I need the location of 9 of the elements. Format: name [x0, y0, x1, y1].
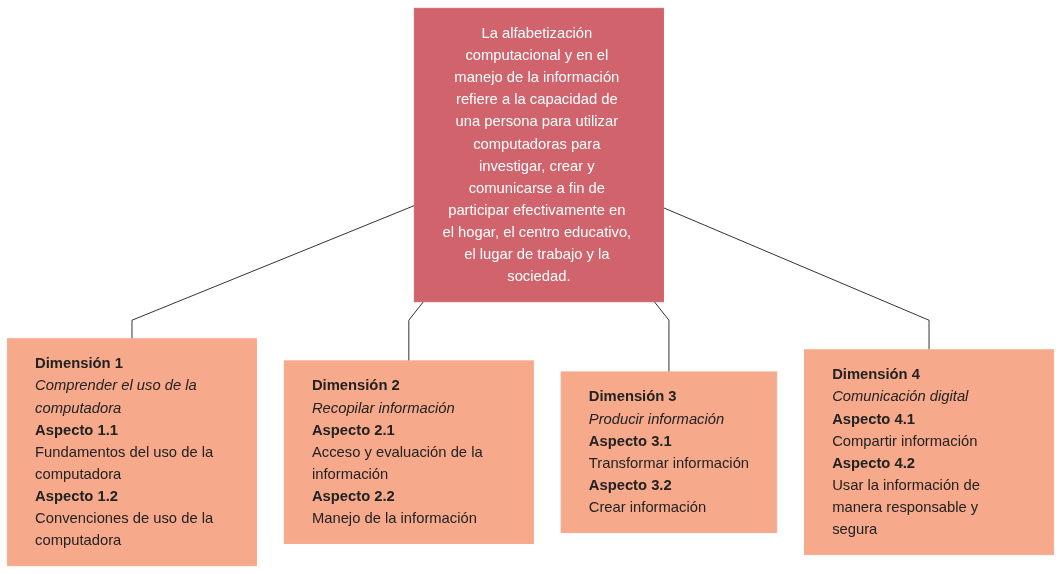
node-box: Dimensión 1 Comprender el uso de la computadora Aspecto 1.1 Fundamentos del uso de la computadora Aspecto 1.2 Convenciones de uso de la computadora	[6, 338, 257, 567]
node-box: Dimensión 3 Producir información Aspecto 3.1 Transformar información Aspecto 3.2 Crear información	[560, 371, 778, 533]
connector	[653, 301, 670, 373]
node-box: La alfabetización computacional y en el manejo de la información refiere a la capacidad de una persona para utilizar computadoras para investigar, crear y comunicarse a fin de participar efectivamente en el hogar, el centro educativo, el lugar de trabajo y la sociedad.	[413, 7, 664, 303]
connector	[408, 301, 424, 362]
connector	[131, 205, 415, 340]
node-box: Dimensión 2 Recopilar información Aspecto 2.1 Acceso y evaluación de la información Aspecto 2.2 Manejo de la información	[283, 360, 534, 544]
node-box: Dimensión 4 Comunicación digital Aspecto 4.1 Compartir información Aspecto 4.2 Usar la información de manera responsable y segura	[804, 349, 1055, 556]
connector	[663, 207, 930, 351]
